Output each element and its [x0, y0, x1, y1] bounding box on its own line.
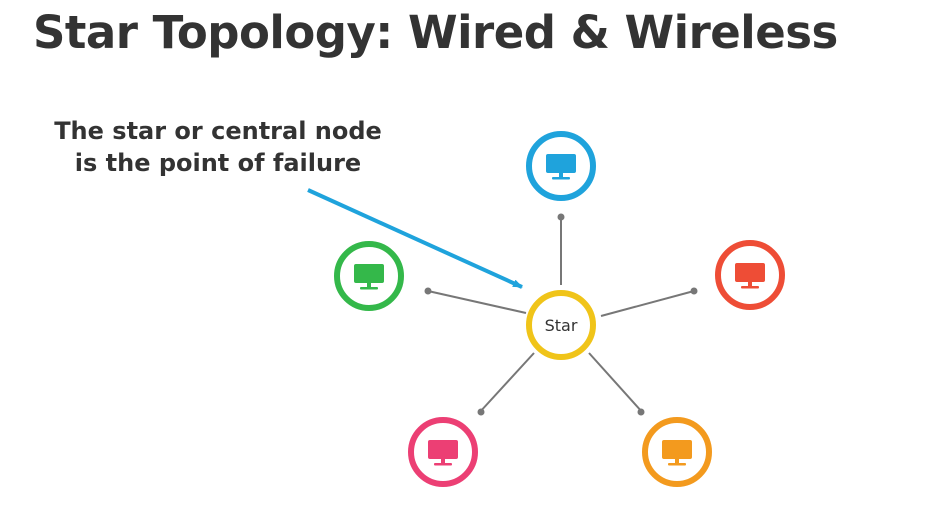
monitor-icon [354, 264, 384, 290]
slide-title: Star Topology: Wired & Wireless [33, 6, 838, 59]
connector-bottom-left-dot [477, 408, 485, 416]
connector-left [427, 290, 527, 314]
callout-line-1: The star or central node [54, 117, 382, 145]
node-bottom-right [642, 417, 712, 487]
callout-arrow [307, 188, 523, 289]
connector-bottom-right-dot [637, 408, 645, 416]
connector-top-dot [557, 213, 565, 221]
connector-left-dot [424, 287, 432, 295]
callout-text: The star or central node is the point of… [28, 115, 408, 179]
node-top [526, 131, 596, 201]
monitor-icon [428, 440, 458, 466]
callout-line-2: is the point of failure [74, 149, 362, 177]
monitor-icon [546, 154, 576, 180]
monitor-icon [662, 440, 692, 466]
connector-bottom-left [478, 352, 535, 414]
monitor-icon [735, 263, 765, 289]
connector-right-dot [690, 287, 698, 295]
connector-right [600, 290, 695, 317]
star-hub-node: Star [526, 290, 596, 360]
node-left [334, 241, 404, 311]
node-bottom-left [408, 417, 478, 487]
connector-bottom-right [588, 352, 644, 414]
star-hub-ring [526, 290, 596, 360]
node-right [715, 240, 785, 310]
star-hub-label: Star [545, 316, 578, 335]
